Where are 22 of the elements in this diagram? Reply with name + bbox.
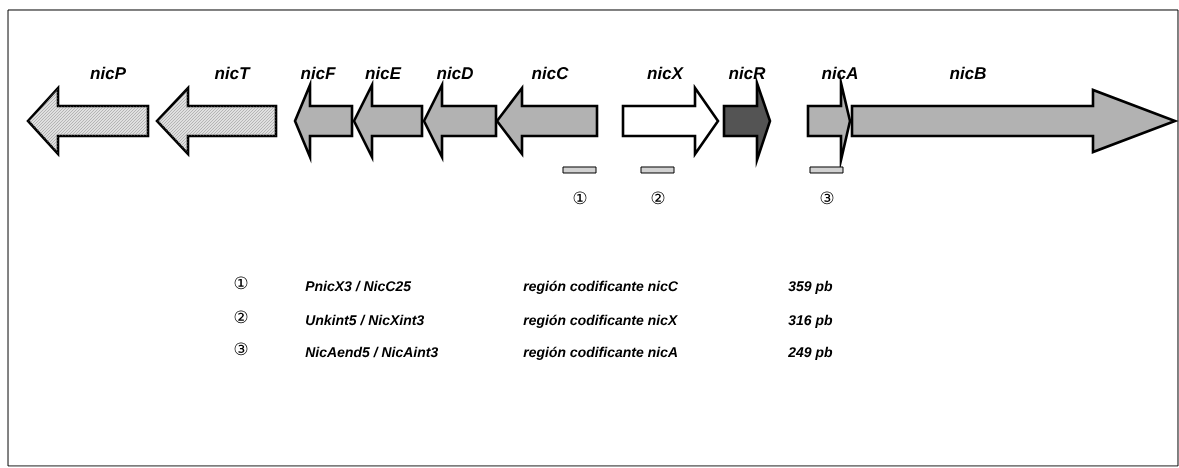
gene-symbol	[155, 84, 278, 158]
table-text: región codificante nicX	[523, 314, 678, 328]
table-text: PnicX3 / NicC25	[305, 280, 412, 292]
probe-bar	[640, 166, 675, 174]
circled-number: ①	[573, 191, 587, 205]
table-text: 249 pb	[788, 346, 833, 360]
probe-bar	[562, 166, 597, 174]
circled-number: ③	[234, 342, 248, 356]
circled-number: ②	[651, 191, 665, 205]
table-text: región codificante nicA	[523, 346, 677, 360]
gene-symbol: nicP	[90, 66, 126, 80]
table-text: región codificante nicC	[523, 280, 679, 294]
circled-number: ①	[234, 276, 248, 290]
probe-bar	[809, 166, 844, 174]
table-text: 359 pb	[788, 280, 833, 294]
table-text: NicAend5 / NicAint3	[305, 346, 439, 358]
circled-number: ②	[234, 310, 248, 324]
gene-symbol	[26, 84, 150, 158]
gene-symbol: nicT	[214, 66, 251, 80]
table-text: 316 pb	[788, 314, 833, 328]
circled-number: ③	[820, 191, 834, 205]
table-text: Unkint5 / NicXint3	[306, 314, 425, 326]
